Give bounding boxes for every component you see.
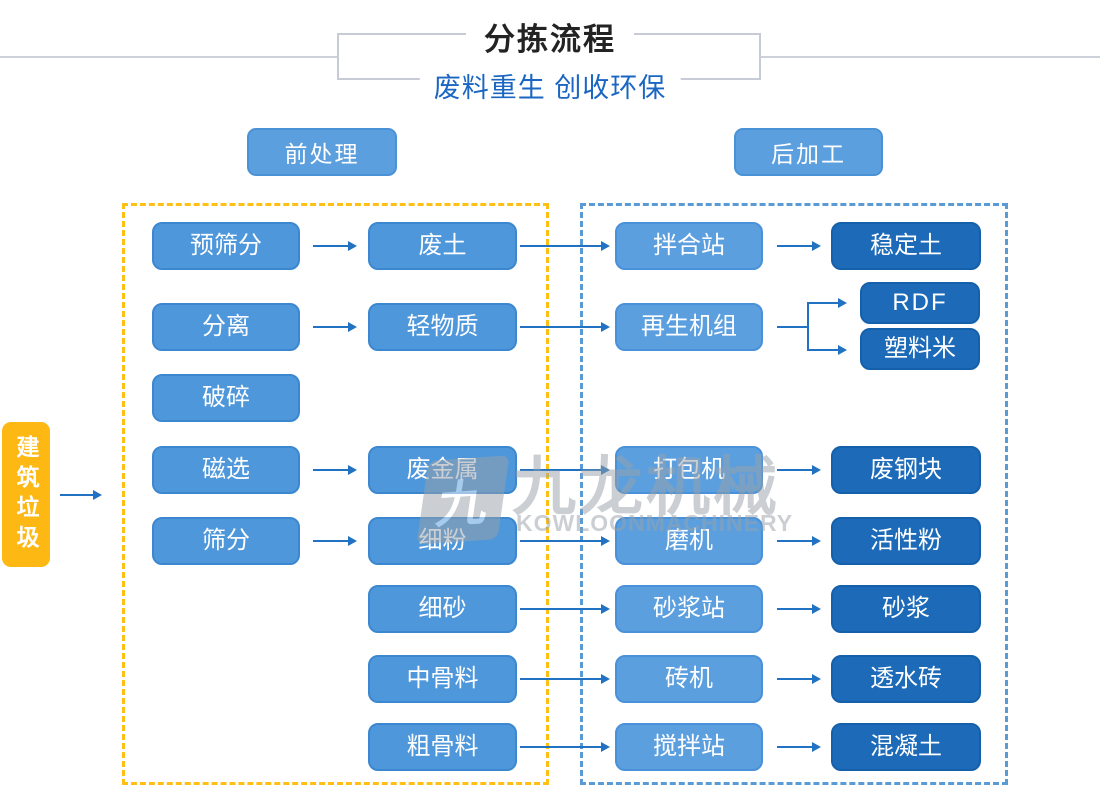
node-stabilized-soil: 稳定土 (831, 222, 981, 270)
arrow-head (601, 674, 610, 684)
arrow-head (812, 536, 821, 546)
arrow-line (520, 326, 602, 328)
arrow-line (777, 678, 813, 680)
node-regeneration-unit: 再生机组 (615, 303, 763, 351)
arrow-head (812, 674, 821, 684)
node-fine-powder: 细粉 (368, 517, 517, 565)
arrow-head (348, 536, 357, 546)
arrow-line (777, 245, 813, 247)
section-post-processing-label: 后加工 (734, 128, 883, 176)
node-coarse-aggregate: 粗骨料 (368, 723, 517, 771)
arrow-head (838, 298, 847, 308)
pre-processing-zone (122, 203, 549, 785)
arrow-line (777, 608, 813, 610)
arrow-head (601, 465, 610, 475)
node-pre-screening: 预筛分 (152, 222, 300, 270)
page-title: 分拣流程 (466, 14, 634, 59)
branch-top-line (807, 302, 838, 304)
arrow-head (812, 241, 821, 251)
arrow-line (777, 746, 813, 748)
node-baling-machine: 打包机 (615, 446, 763, 494)
section-pre-processing-label: 前处理 (247, 128, 397, 176)
node-active-powder: 活性粉 (831, 517, 981, 565)
arrow-head (601, 604, 610, 614)
node-plastic-pellets: 塑料米 (860, 328, 980, 370)
arrow-line (520, 540, 602, 542)
page-subtitle: 废料重生 创收环保 (419, 66, 681, 105)
arrow-source-line (60, 494, 94, 496)
branch-bottom-line (807, 349, 838, 351)
node-separation: 分离 (152, 303, 300, 351)
node-rdf: RDF (860, 282, 980, 324)
arrow-head (838, 345, 847, 355)
node-fine-sand: 细砂 (368, 585, 517, 633)
arrow-head (601, 536, 610, 546)
arrow-line (313, 245, 349, 247)
node-construction-waste: 建筑垃圾 (2, 422, 50, 567)
node-magnetic-separation: 磁选 (152, 446, 300, 494)
arrow-head (601, 241, 610, 251)
arrow-head (348, 241, 357, 251)
branch-stem-line (777, 326, 809, 328)
arrow-head (601, 742, 610, 752)
node-stirring-station: 搅拌站 (615, 723, 763, 771)
arrow-line (520, 469, 602, 471)
arrow-head (601, 322, 610, 332)
arrow-line (520, 746, 602, 748)
node-mortar: 砂浆 (831, 585, 981, 633)
node-light-material: 轻物质 (368, 303, 517, 351)
node-crushing: 破碎 (152, 374, 300, 422)
arrow-line (520, 608, 602, 610)
arrow-line (313, 469, 349, 471)
arrow-head (348, 465, 357, 475)
arrow-head (812, 465, 821, 475)
node-waste-soil: 废土 (368, 222, 517, 270)
node-grinding-mill: 磨机 (615, 517, 763, 565)
arrow-line (520, 245, 602, 247)
post-processing-zone (580, 203, 1008, 785)
branch-vertical-line (807, 302, 809, 351)
arrow-line (313, 540, 349, 542)
node-medium-aggregate: 中骨料 (368, 655, 517, 703)
arrow-head (812, 604, 821, 614)
node-mixing-station: 拌合站 (615, 222, 763, 270)
arrow-line (777, 540, 813, 542)
node-brick-machine: 砖机 (615, 655, 763, 703)
arrow-line (313, 326, 349, 328)
arrow-source-head (93, 490, 102, 500)
node-permeable-brick: 透水砖 (831, 655, 981, 703)
node-concrete: 混凝土 (831, 723, 981, 771)
node-mortar-station: 砂浆站 (615, 585, 763, 633)
node-waste-metal: 废金属 (368, 446, 517, 494)
arrow-line (520, 678, 602, 680)
arrow-line (777, 469, 813, 471)
node-waste-steel-block: 废钢块 (831, 446, 981, 494)
arrow-head (348, 322, 357, 332)
arrow-head (812, 742, 821, 752)
node-screening: 筛分 (152, 517, 300, 565)
